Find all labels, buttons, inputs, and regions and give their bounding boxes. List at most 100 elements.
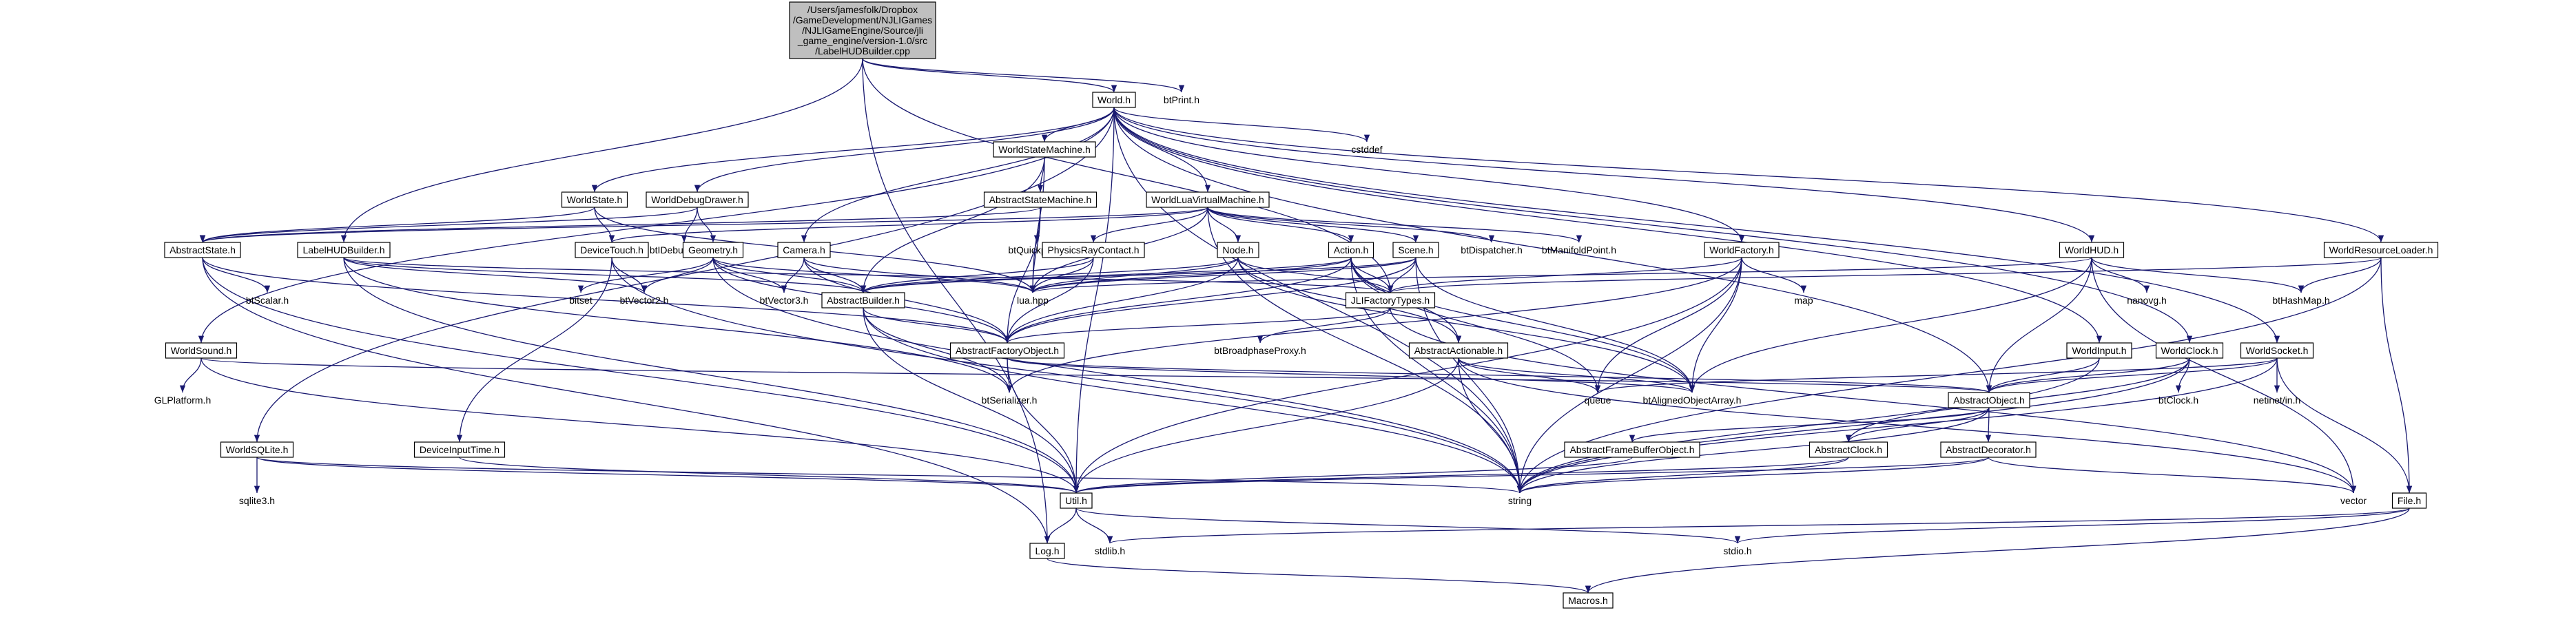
node-sqlite3[interactable]: sqlite3.h (234, 493, 280, 508)
node-bt-scalar[interactable]: btScalar.h (241, 293, 294, 308)
node-world-debug-drawer[interactable]: WorldDebugDrawer.h (646, 191, 749, 208)
node-queue[interactable]: queue (1580, 393, 1616, 408)
edge-jlifactory-types-to-bt-broadphase-proxy (1257, 307, 1391, 344)
node-bitset[interactable]: bitset (564, 293, 597, 308)
node-util[interactable]: Util.h (1060, 492, 1093, 509)
node-label-line: /Users/jamesfolk/Dropbox (807, 4, 918, 15)
node-abstract-factory-object[interactable]: AbstractFactoryObject.h (949, 342, 1065, 359)
edge-world-clock-to-bt-clock (2175, 357, 2190, 393)
node-file-h[interactable]: File.h (2391, 492, 2427, 509)
node-world-factory[interactable]: WorldFactory.h (1704, 242, 1780, 258)
edge-world-state-machine-to-abstract-builder (860, 156, 1045, 293)
node-glplatform[interactable]: GLPlatform.h (150, 393, 216, 408)
node-abstract-object[interactable]: AbstractObject.h (1948, 392, 2030, 408)
edge-abstract-clock-to-string (1517, 457, 1849, 494)
node-label: vector (2340, 495, 2367, 506)
edge-world-to-world-factory (1113, 107, 1745, 243)
node-stdlib[interactable]: stdlib.h (1090, 543, 1131, 558)
node-label-line: WorldResourceLoader.h (2329, 244, 2433, 255)
node-label: /Users/jamesfolk/Dropbox/GameDevelopment… (793, 4, 932, 56)
node-world-state[interactable]: WorldState.h (561, 191, 628, 208)
node-bt-dispatcher[interactable]: btDispatcher.h (1456, 242, 1527, 258)
node-world-hud[interactable]: WorldHUD.h (2059, 242, 2125, 258)
node-abstract-state[interactable]: AbstractState.h (164, 242, 241, 258)
node-bt-vector3[interactable]: btVector3.h (755, 293, 814, 308)
edge-abstract-state-machine-to-abstract-state (200, 207, 1041, 243)
node-world-input[interactable]: WorldInput.h (2066, 342, 2132, 359)
node-world-clock[interactable]: WorldClock.h (2155, 342, 2224, 359)
node-abstract-frame-buffer-object[interactable]: AbstractFrameBufferObject.h (1564, 441, 1700, 458)
edge-world-debug-drawer-to-bt-debug-draw (681, 207, 698, 243)
node-bt-serializer[interactable]: btSerializer.h (977, 393, 1042, 408)
node-label: WorldSound.h (171, 345, 231, 356)
node-world-sqlite[interactable]: WorldSQLite.h (220, 441, 294, 458)
node-label: AbstractFactoryObject.h (956, 345, 1059, 356)
node-label-line: btClock.h (2158, 395, 2198, 406)
node-label: WorldLuaVirtualMachine.h (1151, 194, 1264, 205)
node-bt-manifold-point[interactable]: btManifoldPoint.h (1537, 242, 1622, 258)
node-action[interactable]: Action.h (1328, 242, 1374, 258)
edge-action-to-abstract-factory-object (1004, 257, 1352, 344)
node-luahpp[interactable]: lua.hpp (1012, 293, 1053, 308)
node-world-lua-virtual-machine[interactable]: WorldLuaVirtualMachine.h (1146, 191, 1270, 208)
root-file-node[interactable]: /Users/jamesfolk/Dropbox/GameDevelopment… (789, 1, 936, 59)
node-world-resource-loader[interactable]: WorldResourceLoader.h (2323, 242, 2439, 258)
node-physics-ray-contact[interactable]: PhysicsRayContact.h (1042, 242, 1145, 258)
node-world-state-machine[interactable]: WorldStateMachine.h (993, 141, 1096, 158)
node-label: AbstractStateMachine.h (989, 194, 1092, 205)
edge-geometry-to-luahpp (712, 257, 1035, 293)
edge-log-h-to-macros (1047, 558, 1591, 594)
node-log-h[interactable]: Log.h (1029, 543, 1065, 559)
node-bt-hash-map[interactable]: btHashMap.h (2267, 293, 2335, 308)
edge-scene-to-abstract-factory-object (1004, 257, 1416, 344)
node-world-socket[interactable]: WorldSocket.h (2240, 342, 2314, 359)
edge-physics-ray-contact-to-abstract-factory-object (1004, 257, 1094, 344)
node-world-sound[interactable]: WorldSound.h (165, 342, 238, 359)
node-vector[interactable]: vector (2336, 493, 2372, 508)
edge-world-to-camera (801, 107, 1115, 243)
node-string[interactable]: string (1503, 493, 1537, 508)
node-abstract-builder[interactable]: AbstractBuilder.h (821, 292, 905, 308)
edge-world-hud-to-vector (2091, 257, 2357, 494)
node-label: JLIFactoryTypes.h (1351, 295, 1430, 306)
node-abstract-actionable[interactable]: AbstractActionable.h (1408, 342, 1509, 359)
node-device-touch[interactable]: DeviceTouch.h (575, 242, 649, 258)
node-cstddef[interactable]: cstddef (1346, 142, 1388, 157)
edge-abstract-builder-to-bt-serializer (863, 307, 1013, 393)
node-bt-print[interactable]: btPrint.h (1159, 92, 1205, 107)
node-scene[interactable]: Scene.h (1392, 242, 1439, 258)
node-bt-aligned-object-array[interactable]: btAlignedObjectArray.h (1638, 393, 1746, 408)
node-bt-broadphase-proxy[interactable]: btBroadphaseProxy.h (1209, 343, 1311, 358)
node-map[interactable]: map (1789, 293, 1818, 308)
edge-abstract-state-to-util (202, 257, 1080, 494)
node-label-line: sqlite3.h (239, 495, 275, 506)
node-abstract-state-machine[interactable]: AbstractStateMachine.h (983, 191, 1098, 208)
edge-file-h-to-stdlib (1107, 508, 2410, 544)
node-nanovg[interactable]: nanovg.h (2122, 293, 2172, 308)
edge-abstract-decorator-to-vector (1988, 457, 2356, 494)
edge-world-hud-to-bt-aligned-object-array (1689, 257, 2092, 393)
node-world[interactable]: World.h (1092, 92, 1136, 108)
node-abstract-clock[interactable]: AbstractClock.h (1809, 441, 1888, 458)
node-netinet[interactable]: netinet/in.h (2249, 393, 2306, 408)
node-label: AbstractFrameBufferObject.h (1569, 444, 1694, 455)
node-jlifactory-types[interactable]: JLIFactoryTypes.h (1345, 292, 1436, 308)
edge-world-to-world-state (591, 107, 1115, 193)
node-geometry[interactable]: Geometry.h (682, 242, 744, 258)
node-label-hudbuilder[interactable]: LabelHUDBuilder.h (297, 242, 391, 258)
node-abstract-decorator[interactable]: AbstractDecorator.h (1940, 441, 2037, 458)
edge-scene-to-abstract-builder (861, 257, 1416, 293)
node-bt-vector2[interactable]: btVector2.h (615, 293, 674, 308)
node-label-line: btAlignedObjectArray.h (1643, 395, 1742, 406)
edge-abstract-builder-to-util (863, 307, 1080, 494)
node-bt-clock[interactable]: btClock.h (2154, 393, 2204, 408)
edge-world-state-to-abstract-state (200, 207, 595, 243)
node-label: btSerializer.h (982, 395, 1038, 406)
node-macros[interactable]: Macros.h (1563, 592, 1614, 609)
node-stdio[interactable]: stdio.h (1718, 543, 1757, 558)
node-label-line: AbstractClock.h (1815, 444, 1882, 455)
edge-node-to-abstract-builder (861, 257, 1239, 293)
node-camera[interactable]: Camera.h (777, 242, 831, 258)
node-device-input-time[interactable]: DeviceInputTime.h (413, 441, 506, 458)
node-node[interactable]: Node.h (1217, 242, 1259, 258)
